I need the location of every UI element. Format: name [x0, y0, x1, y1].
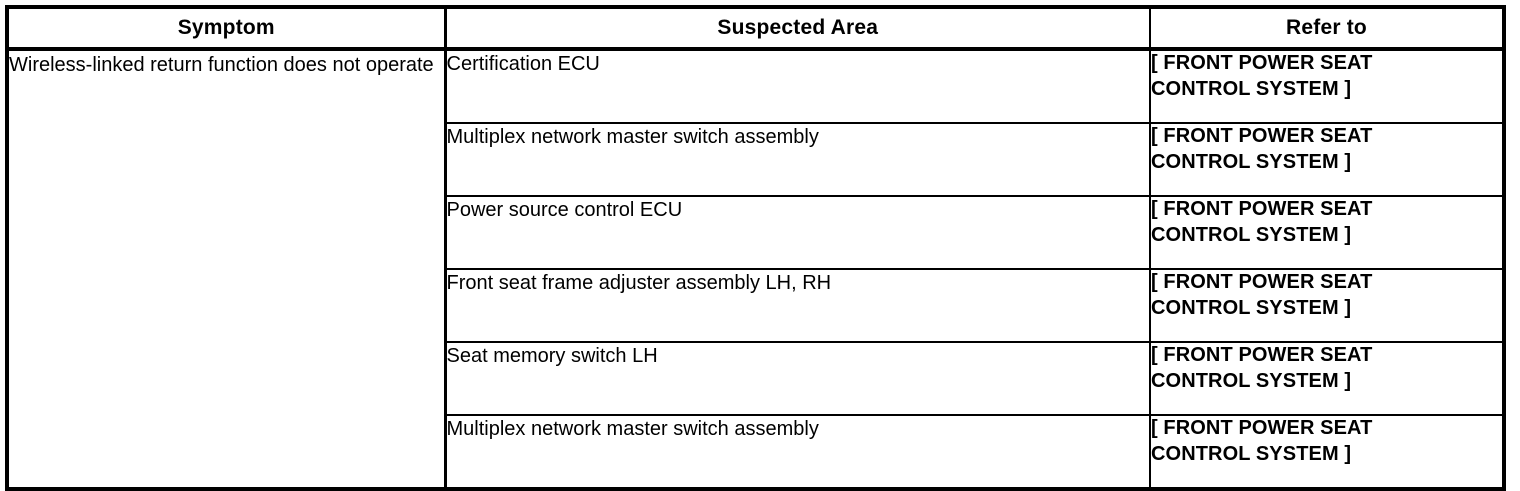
table-row: Multiplex network master switch assembly…: [7, 415, 1504, 489]
refer-to-line-2: CONTROL SYSTEM ]: [1151, 369, 1352, 392]
refer-to-line-2: CONTROL SYSTEM ]: [1151, 77, 1352, 100]
table-row: Multiplex network master switch assembly…: [7, 123, 1504, 197]
suspected-area-cell: Multiplex network master switch assembly: [445, 123, 1151, 197]
symptom-cell: Wireless-linked return function does not…: [7, 49, 447, 489]
table-row: Seat memory switch LH [ FRONT POWER SEAT…: [7, 342, 1504, 416]
refer-to-cell: [ FRONT POWER SEAT CONTROL SYSTEM ]: [1150, 123, 1504, 197]
refer-to-cell: [ FRONT POWER SEAT CONTROL SYSTEM ]: [1150, 342, 1504, 416]
diagnostic-trouble-table: Symptom Suspected Area Refer to Wireless…: [5, 5, 1506, 491]
refer-to-line-1: [ FRONT POWER SEAT: [1151, 417, 1373, 439]
refer-to-line-1: [ FRONT POWER SEAT: [1151, 271, 1373, 293]
refer-to-cell: [ FRONT POWER SEAT CONTROL SYSTEM ]: [1150, 269, 1504, 343]
refer-to-cell: [ FRONT POWER SEAT CONTROL SYSTEM ]: [1150, 49, 1504, 124]
refer-to-line-2: CONTROL SYSTEM ]: [1151, 150, 1352, 173]
refer-to-line-1: [ FRONT POWER SEAT: [1151, 125, 1373, 147]
refer-to-cell: [ FRONT POWER SEAT CONTROL SYSTEM ]: [1150, 196, 1504, 270]
column-header-refer-to: Refer to: [1150, 7, 1504, 51]
refer-to-line-1: [ FRONT POWER SEAT: [1151, 52, 1373, 74]
table-body: Wireless-linked return function does not…: [7, 49, 1504, 489]
table-row: Wireless-linked return function does not…: [7, 49, 1504, 489]
suspected-area-cell: Multiplex network master switch assembly: [445, 415, 1151, 489]
column-header-symptom: Symptom: [7, 7, 447, 51]
table-header-row: Symptom Suspected Area Refer to: [7, 7, 1504, 51]
refer-to-line-2: CONTROL SYSTEM ]: [1151, 442, 1352, 465]
suspected-area-cell: Front seat frame adjuster assembly LH, R…: [445, 269, 1151, 343]
suspected-area-cell: Certification ECU: [445, 49, 1151, 124]
refer-to-cell: [ FRONT POWER SEAT CONTROL SYSTEM ]: [1150, 415, 1504, 489]
refer-to-line-1: [ FRONT POWER SEAT: [1151, 344, 1373, 366]
table-row: Front seat frame adjuster assembly LH, R…: [7, 269, 1504, 343]
suspected-area-cell: Seat memory switch LH: [445, 342, 1151, 416]
table-row: Power source control ECU [ FRONT POWER S…: [7, 196, 1504, 270]
refer-to-line-2: CONTROL SYSTEM ]: [1151, 223, 1352, 246]
suspected-area-cell: Power source control ECU: [445, 196, 1151, 270]
column-header-suspected-area: Suspected Area: [445, 7, 1151, 51]
refer-to-line-2: CONTROL SYSTEM ]: [1151, 296, 1352, 319]
refer-to-line-1: [ FRONT POWER SEAT: [1151, 198, 1373, 220]
